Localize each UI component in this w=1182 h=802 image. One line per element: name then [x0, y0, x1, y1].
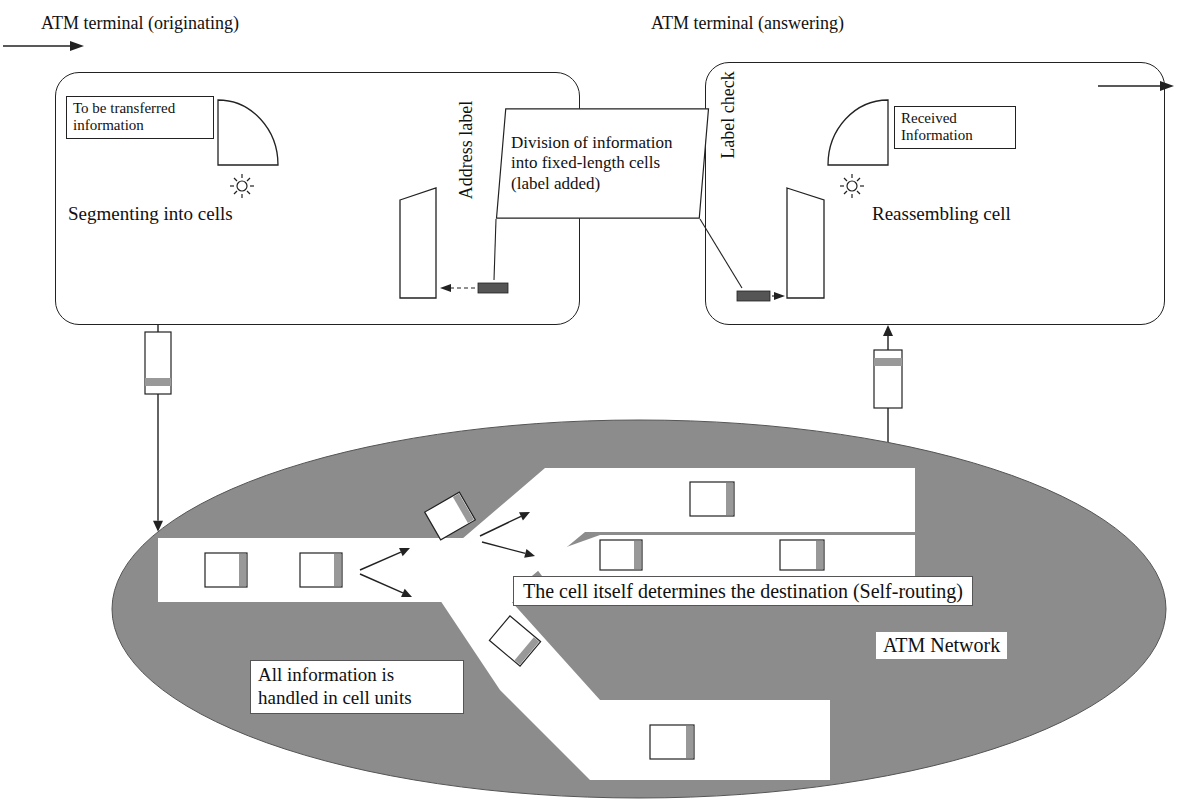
callout-shape — [497, 109, 709, 218]
cell-body — [205, 553, 247, 587]
cell — [650, 725, 694, 759]
arrow-shaft — [360, 574, 403, 593]
cell-label — [515, 637, 540, 664]
cell — [205, 553, 247, 587]
cell-body — [300, 553, 342, 587]
cell-label — [816, 541, 823, 569]
callout-box: Division of information into fixed-lengt… — [495, 108, 710, 219]
information-box: Received Information — [894, 106, 1016, 149]
arrow-head — [401, 589, 412, 597]
vertical-label: Address label — [456, 101, 477, 199]
terminal-box: ATM terminal (answering)Received Informa… — [705, 62, 1165, 325]
note-box: All information is handled in cell units — [250, 660, 464, 714]
node-text: The cell itself determines the destinati… — [523, 579, 963, 603]
route-arrow — [360, 574, 412, 597]
cell-body — [780, 540, 824, 570]
cell-label — [686, 726, 693, 758]
reassembler-wheel — [828, 100, 888, 165]
output-arrow — [1098, 85, 1160, 87]
cell — [145, 332, 171, 394]
cell — [600, 540, 642, 570]
cell — [874, 350, 902, 408]
node-text: Received Information — [901, 110, 1009, 145]
route-arrow — [360, 548, 410, 570]
arrow-shaft — [482, 542, 525, 553]
cell-label — [634, 541, 641, 569]
cell-label — [334, 554, 341, 586]
node-text: To be transferred information — [73, 100, 207, 135]
node-text: Division of information into fixed-lengt… — [511, 133, 694, 194]
arrow-head — [883, 325, 893, 336]
arrow-head — [440, 284, 451, 292]
arrow-head — [774, 292, 785, 300]
vertical-label: Label check — [718, 71, 739, 158]
cell — [300, 553, 342, 587]
arrow-head — [524, 549, 535, 558]
cell-body — [650, 725, 694, 759]
network-ellipse-shape — [112, 420, 1166, 798]
cell-label — [239, 554, 246, 586]
arrow-head — [70, 41, 84, 51]
process-label: Reassembling cell — [872, 203, 1011, 225]
input-arrow — [3, 45, 72, 47]
arrow-shaft — [360, 552, 401, 570]
arrow-head — [1160, 81, 1174, 91]
process-label: Segmenting into cells — [68, 203, 233, 225]
network-ellipse: ATM Network The cell itself determines th… — [110, 418, 1168, 800]
information-box: To be transferred information — [66, 96, 214, 139]
route-band — [440, 600, 830, 780]
cell — [780, 540, 824, 570]
arrow-shaft — [480, 516, 521, 536]
node-text: All information is handled in cell units — [258, 664, 456, 710]
leader-line — [494, 219, 496, 280]
segmenter-wheel — [218, 100, 278, 165]
segmenter-block — [400, 188, 436, 298]
note-box: The cell itself determines the destinati… — [513, 576, 973, 606]
cell-body — [600, 540, 642, 570]
arrow-head — [399, 548, 410, 556]
node-heading: ATM terminal (answering) — [651, 13, 844, 34]
leader-line — [700, 219, 742, 288]
cell — [489, 616, 540, 666]
cell — [690, 482, 734, 516]
network-shape — [110, 418, 1168, 800]
reassembler-block — [787, 188, 824, 298]
route-arrow — [482, 542, 535, 558]
cell-label — [145, 378, 171, 386]
cell-label — [874, 358, 902, 366]
cell-body — [425, 492, 476, 540]
address-label-mark — [478, 283, 508, 293]
sun-symbol — [230, 174, 254, 198]
arrow-head — [519, 512, 530, 520]
label-mark — [737, 291, 770, 301]
sun-symbol — [840, 174, 864, 198]
cell-body — [690, 482, 734, 516]
route-arrow — [480, 512, 530, 536]
cell — [425, 492, 476, 540]
node-heading: ATM terminal (originating) — [41, 13, 239, 34]
node-heading: ATM Network — [876, 632, 1007, 659]
dashed-arrow — [450, 287, 475, 288]
cell-body — [489, 616, 540, 666]
cell-label — [726, 483, 733, 515]
cell-label — [453, 494, 474, 523]
